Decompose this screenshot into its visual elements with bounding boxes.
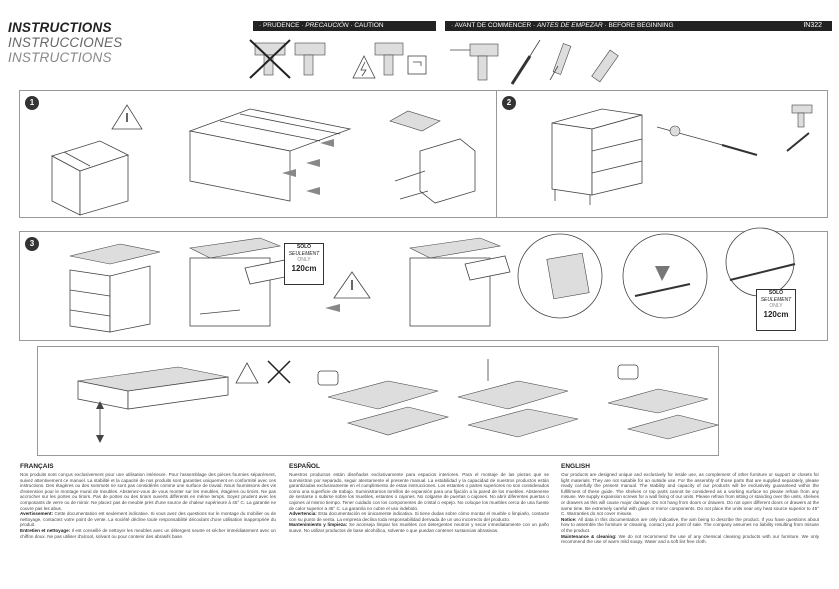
solo-box-2-line1: SOLO [768,290,784,296]
solo-box-1-line1: SOLO [296,244,312,250]
french-column: Nos produits sont conçus exclusivement p… [20,472,276,539]
french-cleaning-text: Il est conseillé de nettoyer les meubles… [20,527,276,539]
product-code: IN322 [803,22,822,29]
step-1-panel: 1 [19,90,498,218]
french-warning-label: Avertissement: [20,511,54,517]
before-beginning-bar: · AVANT DE COMMENCER · ANTES DE EMPEZAR … [445,21,832,31]
caution-icons [249,39,427,79]
spanish-cleaning-label: Mantenimiento y limpieza: [289,522,348,528]
spanish-warning-label: Advertencia: [289,511,317,517]
solo-size-box-1: SOLO SEULEMENT ONLY 120cm [284,243,324,285]
step-2-badge: 2 [502,96,516,110]
spanish-column: Nuestros productos están diseñados exclu… [289,472,549,534]
cabinet-drawer-open-1 [189,237,291,327]
spanish-warning-text: Esta documentación es únicamente indicat… [289,511,550,522]
power-drill-icon [450,43,499,81]
drawer-organizer-1 [317,370,450,436]
step-1-illustration [50,104,476,216]
warning-triangle-icon-2 [333,271,371,299]
title-french: INSTRUCTIONS [8,50,112,65]
cabinet-frame-illustration [188,108,352,202]
caution-bar-text-3: · CAUTION [350,22,384,29]
title-spanish: INSTRUCCIONES [8,35,123,50]
title-english: INSTRUCTIONS [8,20,112,35]
drawer-organizer-3 [607,364,720,440]
screwdriver-icon [510,39,541,85]
vanity-top-illustration [77,366,229,443]
before-bar-text-2: ANTES DE EMPEZAR [536,22,603,29]
english-cleaning-text: We do not recommend the use of any chemi… [561,533,819,545]
english-warning-label: Notice: [561,516,577,522]
english-cleaning-label: Maintenance & cleaning: [561,533,617,539]
runner-detail-circle-1 [622,233,708,319]
step-2-illustration [551,104,813,205]
before-bar-text-1: · AVANT DE COMMENCER · [451,22,536,29]
english-heading: ENGLISH [561,463,590,470]
step-1-badge: 1 [25,96,39,110]
caution-bar-text-2: PRECAUCIÓN [305,22,349,29]
spanish-heading: ESPAÑOL [289,463,320,470]
french-warning-text: Cette documentation est seulement indica… [20,511,277,528]
sink-top-placement [69,243,161,333]
french-paragraph: Nos produits sont conçus exclusivement p… [20,472,276,511]
solo-box-2-size: 120cm [763,309,789,319]
wall-screw-detail [656,125,758,156]
french-cleaning-label: Entretien et nettoyage: [20,527,71,533]
step-3-illustration [69,227,796,333]
dowel-arrows [282,139,334,195]
caulking-gun-icon [549,43,572,81]
utility-knife-icon [591,49,619,83]
step-2-panel: 2 [496,90,828,218]
runner-clip-arrow [325,304,340,312]
spanish-cleaning-text: Se aconseja limpiar los muebles con dete… [289,522,549,533]
solo-box-1-line3: ONLY [297,257,311,263]
step-3-badge: 3 [25,237,39,251]
cabinet-drawer-open-2 [409,237,511,327]
english-warning-text: All data in this documentation are only … [561,516,820,533]
caution-bar: · PRUDENCE · PRECAUCIÓN · CAUTION [253,21,436,31]
tools-icons [450,39,619,85]
warning-and-no-tool-icons [235,360,291,384]
corner-bracket-illustration [389,110,476,204]
solo-box-2-line3: ONLY [769,303,783,309]
drawer-organizer-2 [457,359,579,438]
step-4-illustration [77,359,720,443]
drill-screwdriver-icons [786,104,813,152]
no-power-drill-icon [249,39,291,79]
warning-triangle-icon [111,104,143,130]
drill-water-warning-icon [374,42,427,76]
solo-size-box-2: SOLO SEULEMENT ONLY 120cm [756,289,796,331]
spanish-paragraph: Nuestros productos están diseñados exclu… [289,472,549,511]
solo-box-2-line2: SEULEMENT [760,296,792,303]
solo-box-1-size: 120cm [291,263,317,273]
drill-electric-warning-icon [294,42,376,79]
step-3-panel: 3 SOLO SEULEMENT ONLY 120cm SOLO SEULEME… [19,227,828,341]
english-paragraph: Our products are designed unique and exc… [561,472,819,517]
three-drawer-cabinet-illustration [551,108,643,205]
bracket-detail-circle [517,233,603,319]
caution-bar-text-1: · PRUDENCE · [259,22,304,29]
runner-detail-circle-2 [725,227,796,297]
solo-box-1-line2: SEULEMENT [288,250,320,257]
english-column: Our products are designed unique and exc… [561,472,819,545]
french-heading: FRANÇAIS [20,463,54,470]
step-4-panel [37,346,720,456]
before-bar-text-3: · BEFORE BEGINNING [604,22,674,29]
cardboard-box-illustration [50,140,130,216]
